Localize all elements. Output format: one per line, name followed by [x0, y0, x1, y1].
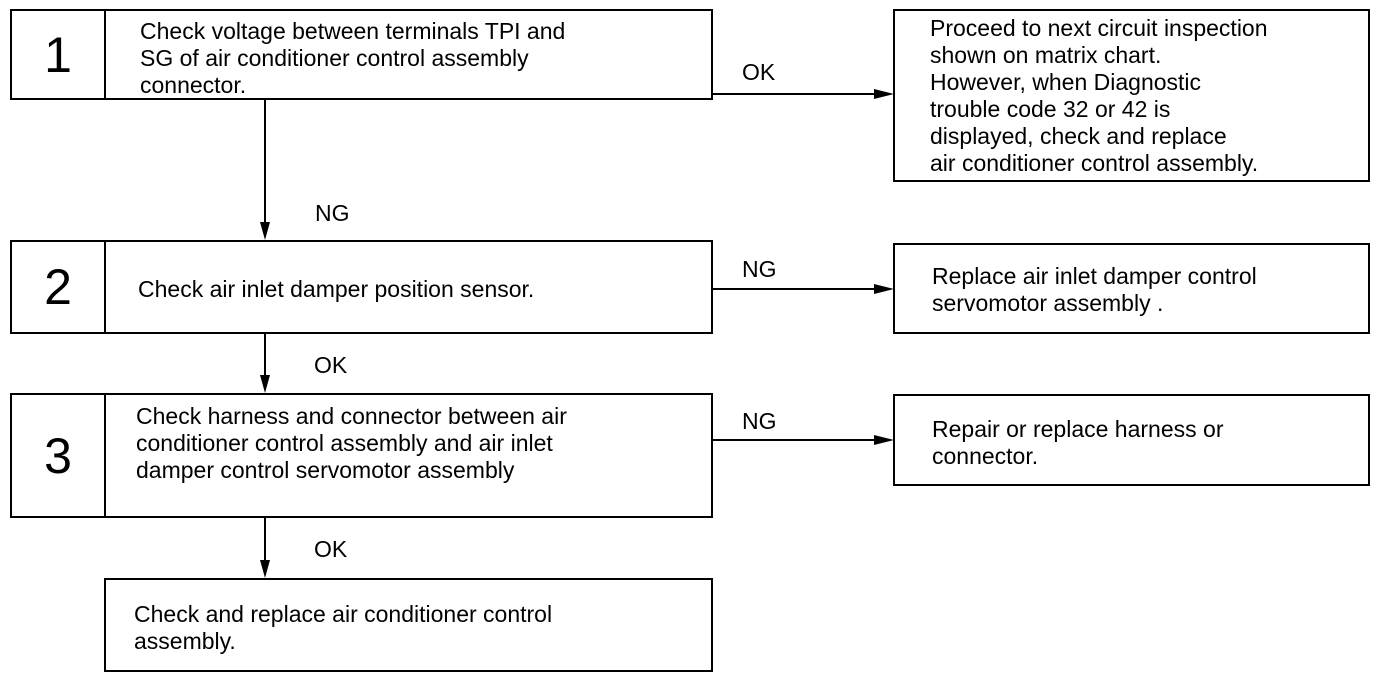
label-step3-ng: NG — [742, 408, 777, 434]
result-repair-harness-text: Repair or replace harness or connector. — [932, 416, 1224, 469]
step-3-number: 3 — [12, 395, 106, 516]
arrowhead-step1-ok — [874, 89, 894, 99]
result-box-repair-harness: Repair or replace harness or connector. — [893, 394, 1370, 486]
result-replace-control-text: Check and replace air conditioner contro… — [134, 601, 553, 654]
result-box-replace-control: Check and replace air conditioner contro… — [104, 578, 713, 672]
step-3-text: Check harness and connector between air … — [136, 403, 567, 483]
step-2-box: 2 Check air inlet damper position sensor… — [10, 240, 713, 334]
label-step1-ng: NG — [315, 200, 350, 226]
step-1-number: 1 — [12, 11, 106, 98]
result-box-proceed: Proceed to next circuit inspection shown… — [893, 9, 1370, 182]
result-replace-servomotor-text: Replace air inlet damper control servomo… — [932, 263, 1257, 316]
label-step1-ok: OK — [742, 59, 776, 85]
step-1-box: 1 Check voltage between terminals TPI an… — [10, 9, 713, 100]
step-1-text: Check voltage between terminals TPI and … — [140, 18, 566, 98]
step-2-text: Check air inlet damper position sensor. — [138, 276, 535, 302]
result-box-replace-servomotor: Replace air inlet damper control servomo… — [893, 243, 1370, 334]
arrowhead-step3-ok — [260, 560, 270, 578]
step-3-box: 3 Check harness and connector between ai… — [10, 393, 713, 518]
label-step2-ng: NG — [742, 256, 777, 282]
label-step2-ok: OK — [314, 352, 348, 378]
arrowhead-step3-ng — [874, 435, 894, 445]
arrowhead-step2-ng — [874, 284, 894, 294]
result-proceed-text: Proceed to next circuit inspection shown… — [930, 15, 1268, 176]
arrowhead-step2-ok — [260, 375, 270, 393]
label-step3-ok: OK — [314, 536, 348, 562]
step-2-number: 2 — [12, 242, 106, 332]
arrowhead-step1-ng — [260, 222, 270, 240]
